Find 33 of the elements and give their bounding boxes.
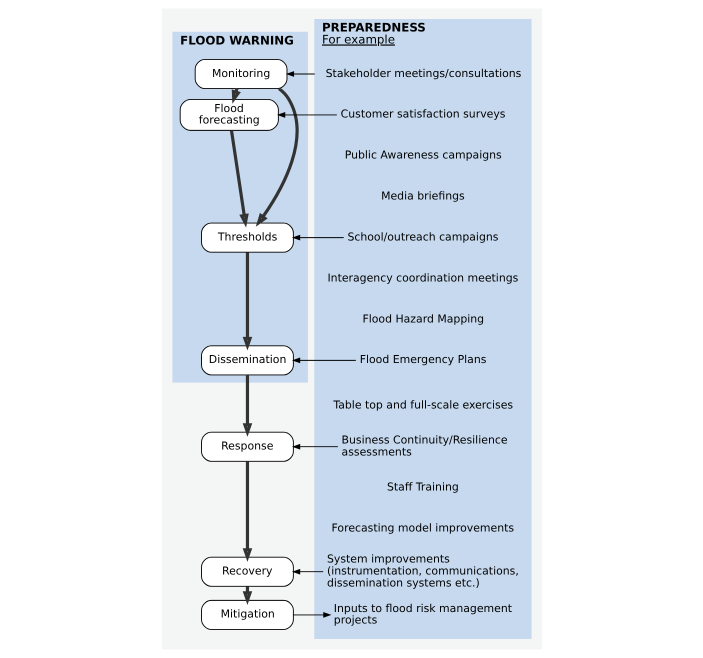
arrow	[292, 568, 324, 575]
node-box: Flood forecasting	[179, 99, 278, 131]
node-text: School/outreach campaigns	[346, 230, 498, 244]
node-text: System improvements (instrumentation, communications, dissemination systems etc.)	[326, 552, 518, 590]
arrow	[285, 71, 315, 77]
node-text: Public Awareness campaigns	[344, 148, 502, 162]
node-text: Stakeholder meetings/consultations	[325, 66, 521, 80]
node-text: Inputs to flood risk management projects	[333, 602, 512, 627]
node-text: Business Continuity/Resilience assessments	[341, 434, 508, 458]
arrow	[292, 358, 356, 364]
node-text: Customer satisfaction surveys	[340, 108, 505, 121]
node-box: Dissemination	[200, 345, 294, 376]
arrow	[255, 87, 298, 227]
arrow	[242, 252, 252, 351]
arrow	[229, 130, 248, 228]
node-text: Table top and full-scale exercises	[332, 398, 513, 412]
arrow	[276, 112, 337, 118]
node-box: Thresholds	[200, 222, 294, 253]
node-text: Staff Training	[386, 480, 458, 494]
arrow	[292, 234, 344, 240]
node-box: Mitigation	[200, 600, 294, 630]
arrow	[242, 461, 252, 562]
node-box: Monitoring	[194, 59, 287, 89]
node-box: Recovery	[200, 556, 294, 587]
arrow	[292, 612, 331, 618]
node-text: Interagency coordination meetings	[326, 271, 518, 284]
node-text: Flood Hazard Mapping	[362, 312, 484, 326]
node-text: Media briefings	[380, 190, 464, 203]
node-text: Forecasting model improvements	[331, 521, 514, 534]
arrow	[292, 444, 338, 450]
arrow	[242, 375, 252, 437]
node-box: Response	[200, 432, 294, 462]
node-text: Flood Emergency Plans	[359, 353, 486, 366]
